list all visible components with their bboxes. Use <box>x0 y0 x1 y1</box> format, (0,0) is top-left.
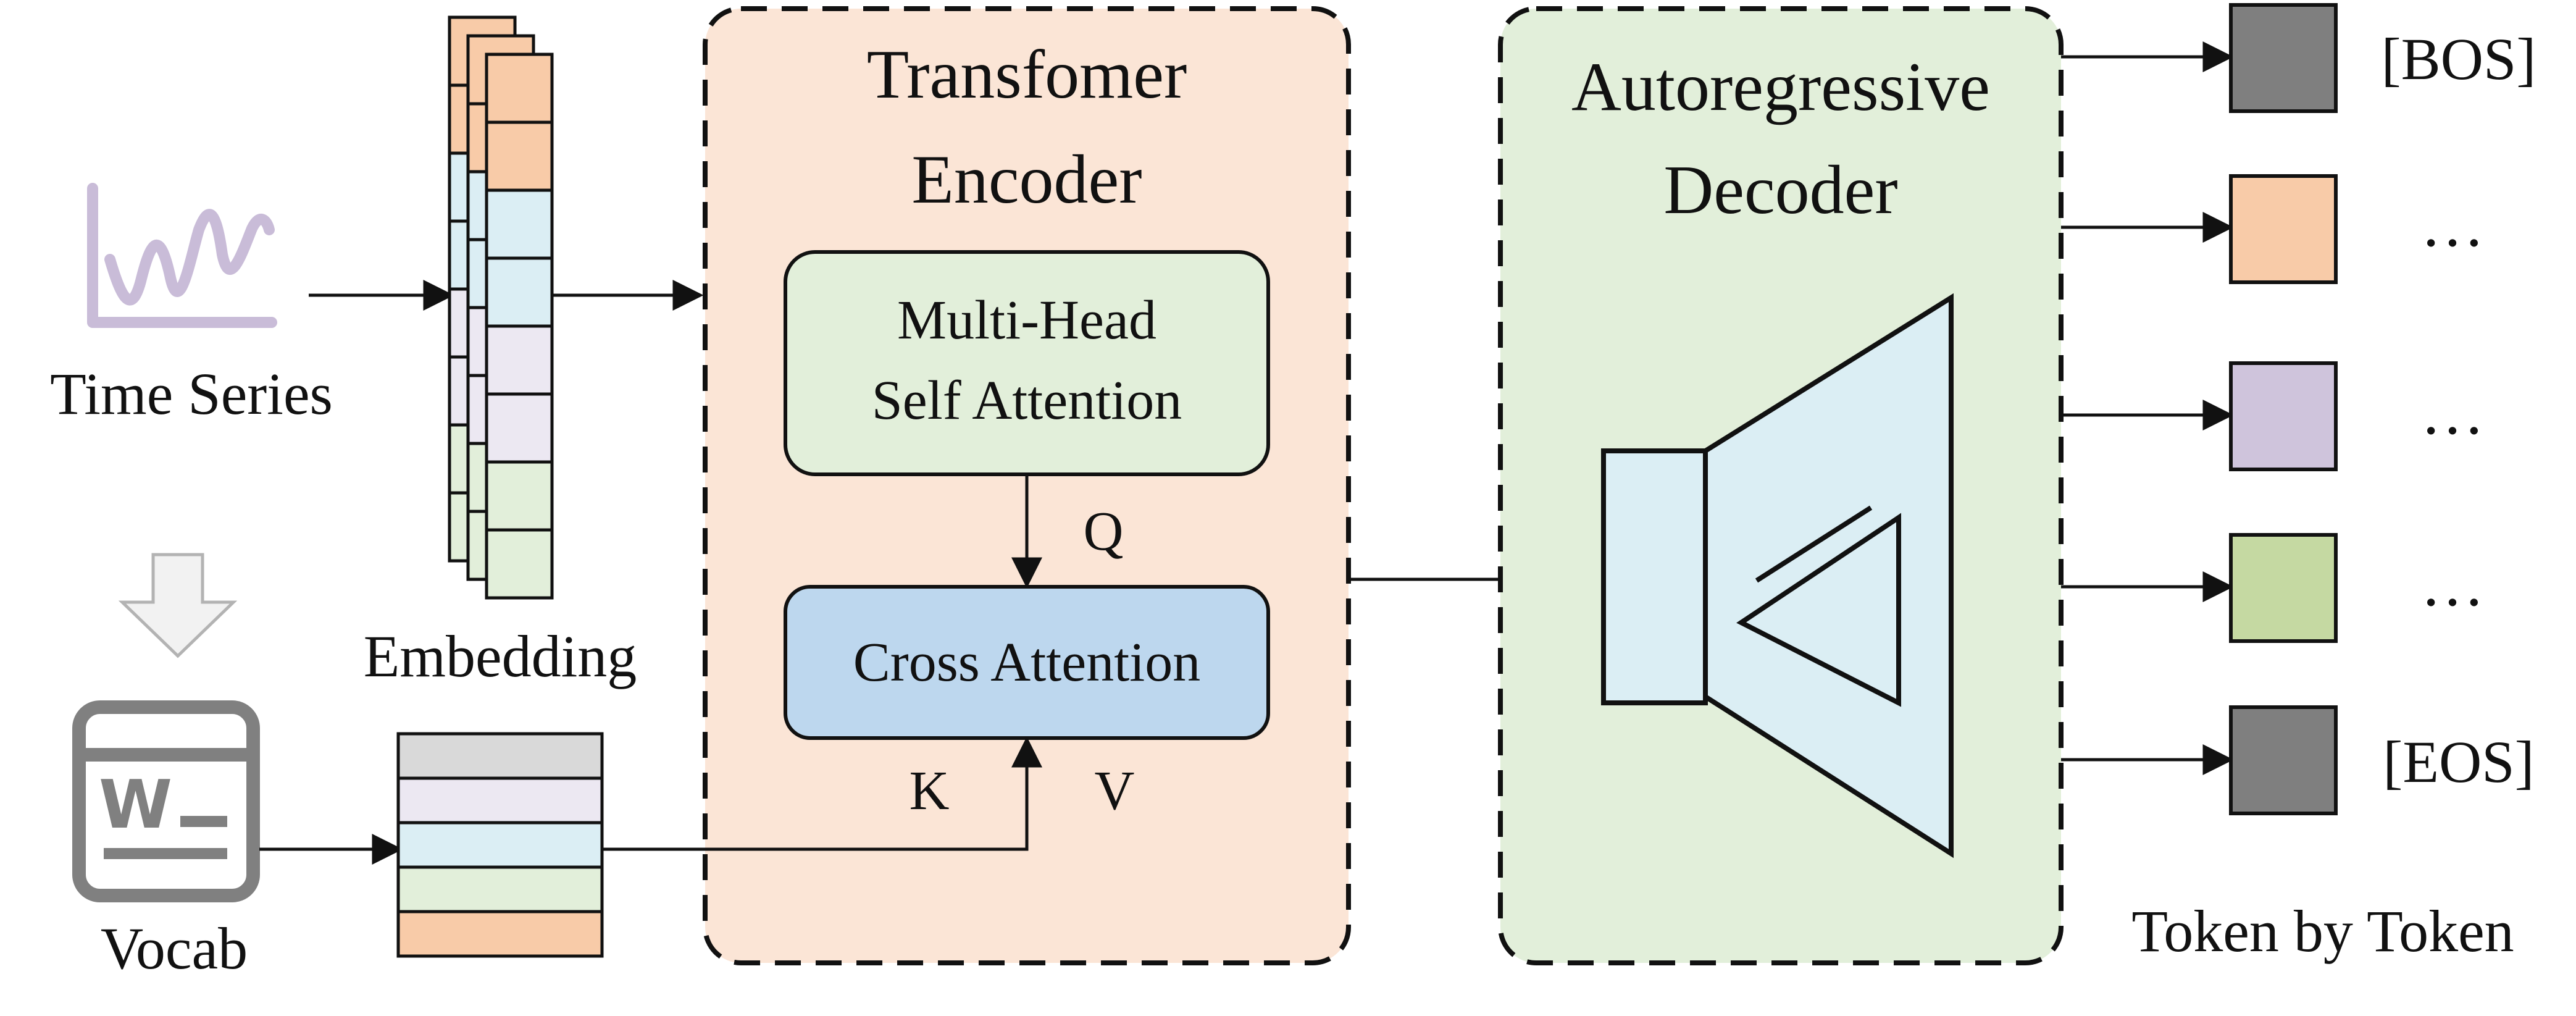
token-label-2: … <box>2420 189 2485 260</box>
cross-attention-label: Cross Attention <box>853 632 1201 693</box>
token-box-bos <box>2229 3 2338 113</box>
hollow-down-arrow-icon <box>118 553 238 658</box>
token-label-4: … <box>2420 548 2485 619</box>
vocab-icon: W <box>72 700 260 902</box>
token-box-2 <box>2229 174 2338 284</box>
token-box-4 <box>2229 533 2338 643</box>
vocab-icon-letter: W <box>99 766 172 844</box>
token-by-token-caption: Token by Token <box>2131 898 2514 964</box>
v-label: V <box>1095 760 1135 821</box>
self-attention-label-line2: Self Attention <box>872 370 1182 431</box>
key-value-arrow <box>602 736 1042 851</box>
embedding-column-front <box>485 52 554 600</box>
decoder-title-line1: Autoregressive <box>1571 49 1990 125</box>
encoder-title-line2: Encoder <box>911 141 1142 218</box>
time-series-label: Time Series <box>50 361 333 427</box>
speaker-icon <box>1601 293 1954 859</box>
token-label-3: … <box>2420 377 2485 448</box>
token-label-eos: [EOS] <box>2383 729 2534 795</box>
q-label: Q <box>1084 501 1124 562</box>
embedding-label: Embedding <box>364 623 637 689</box>
time-series-icon <box>87 183 277 328</box>
encoder-title-line1: Transfomer <box>867 36 1187 113</box>
token-box-3 <box>2229 361 2338 471</box>
self-attention-label-line1: Multi-Head <box>897 290 1156 351</box>
k-label: K <box>910 760 950 821</box>
multi-head-self-attention-box <box>784 250 1270 476</box>
decoder-title-line2: Decoder <box>1663 152 1897 229</box>
vocab-label: Vocab <box>101 915 248 981</box>
token-label-bos: [BOS] <box>2382 26 2536 92</box>
token-box-eos <box>2229 705 2338 815</box>
vocab-embedding-table <box>396 732 604 958</box>
embedding-stack <box>448 15 554 600</box>
